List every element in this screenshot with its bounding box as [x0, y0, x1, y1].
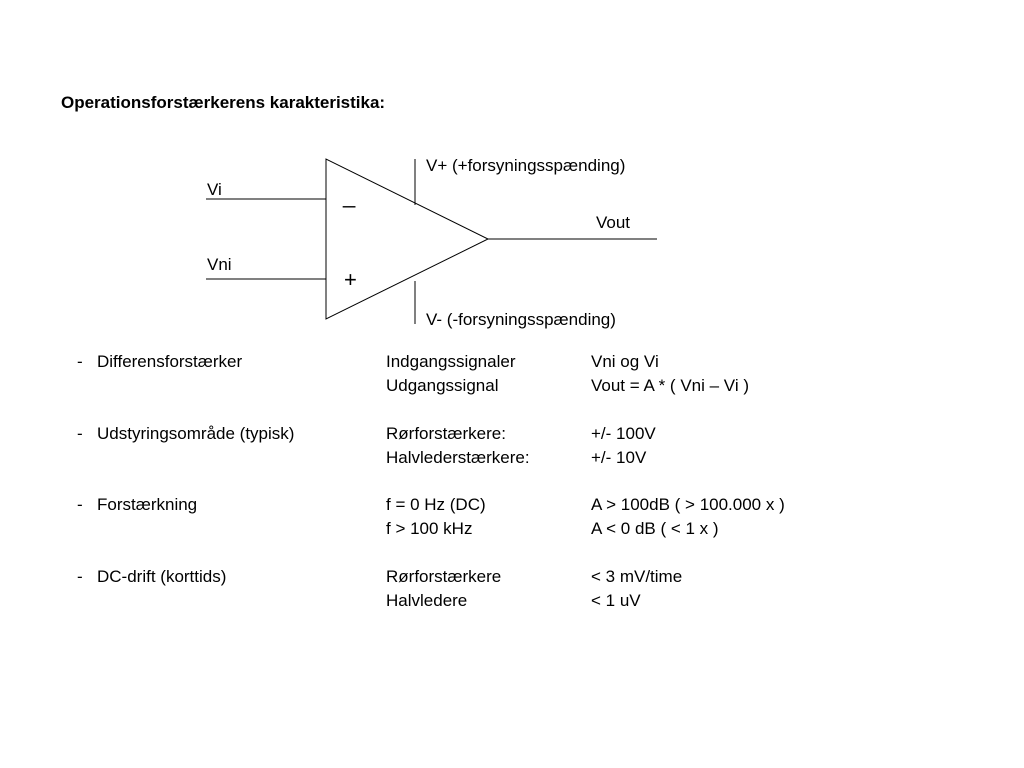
characteristic-label: f = 0 Hz (DC) [386, 495, 486, 514]
characteristic-name: Differensforstærker [97, 352, 243, 371]
characteristic-value: A < 0 dB ( < 1 x ) [591, 519, 719, 538]
characteristic-value: Vout = A * ( Vni – Vi ) [591, 376, 749, 395]
characteristic-value: Vni og Vi [591, 352, 659, 371]
label-v-minus: V- (-forsyningsspænding) [426, 310, 616, 329]
minus-symbol: _ [342, 183, 356, 208]
characteristic-label: Halvlederstærkere: [386, 448, 530, 467]
label-vi: Vi [207, 180, 222, 199]
bullet: - [77, 567, 83, 586]
characteristic-label: f > 100 kHz [386, 519, 473, 538]
label-vout: Vout [596, 213, 630, 232]
label-v-plus: V+ (+forsyningsspænding) [426, 156, 625, 175]
characteristic-value: < 3 mV/time [591, 567, 683, 586]
characteristic-label: Udgangssignal [386, 376, 499, 395]
characteristic-label: Rørforstærkere [386, 567, 502, 586]
characteristic-name: Udstyringsområde (typisk) [97, 424, 295, 443]
label-vni: Vni [207, 255, 232, 274]
characteristic-value: +/- 100V [591, 424, 656, 443]
bullet: - [77, 424, 83, 443]
page-title: Operationsforstærkerens karakteristika: [61, 93, 386, 112]
characteristic-label: Indgangssignaler [386, 352, 516, 371]
characteristic-label: Halvledere [386, 591, 468, 610]
op-amp-triangle [325, 158, 490, 320]
characteristic-name: Forstærkning [97, 495, 198, 514]
characteristic-value: < 1 uV [591, 591, 641, 610]
characteristic-label: Rørforstærkere: [386, 424, 506, 443]
bullet: - [77, 495, 83, 514]
plus-symbol: + [344, 267, 357, 292]
bullet: - [77, 352, 83, 371]
characteristic-name: DC-drift (korttids) [97, 567, 227, 586]
characteristic-value: +/- 10V [591, 448, 647, 467]
characteristic-value: A > 100dB ( > 100.000 x ) [591, 495, 785, 514]
